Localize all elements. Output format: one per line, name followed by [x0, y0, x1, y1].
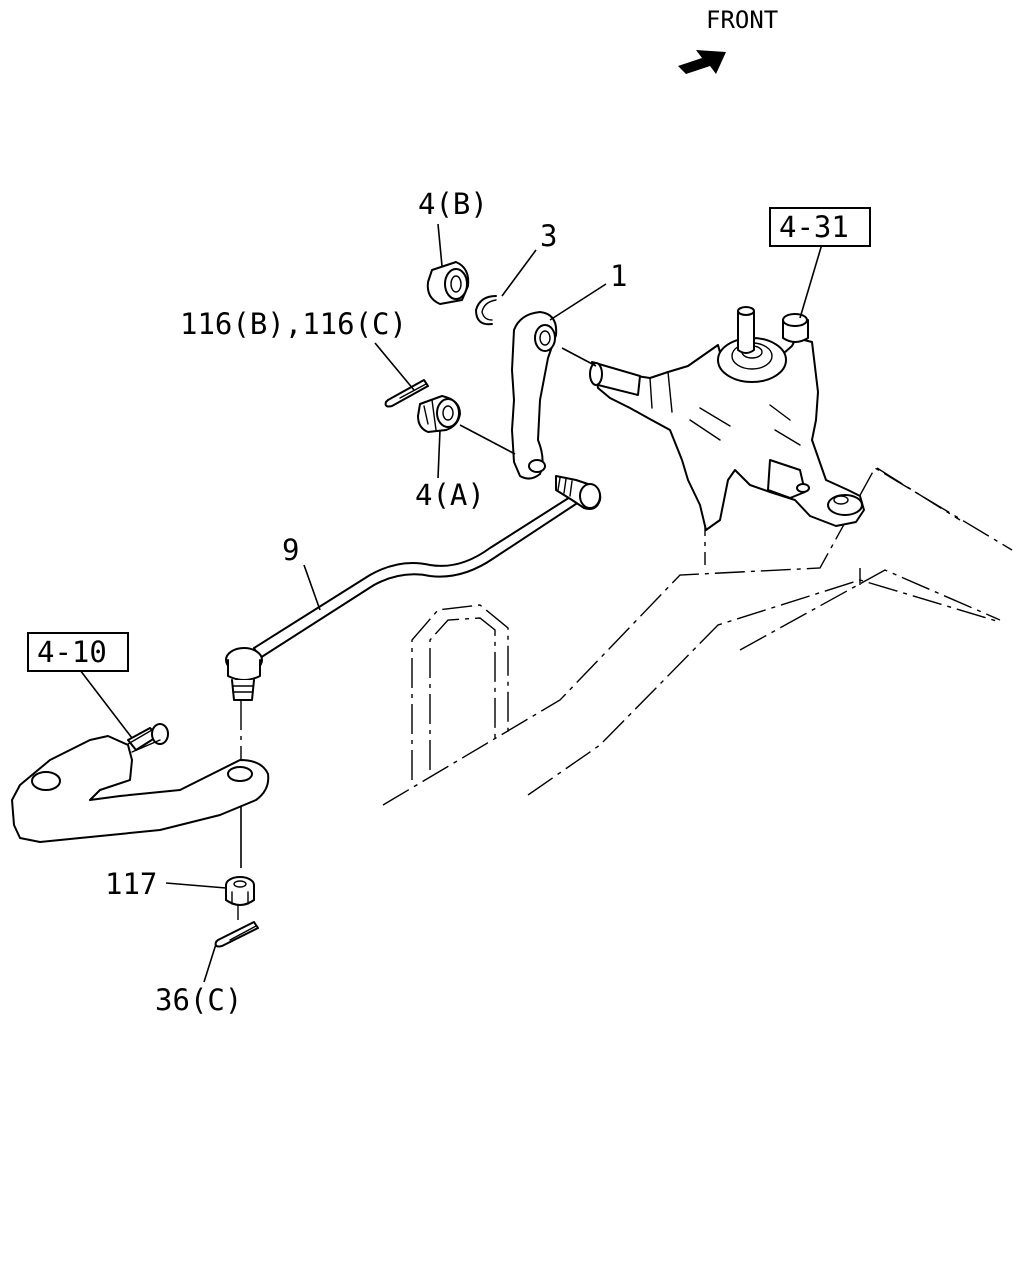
label-4a: 4(A)	[415, 478, 485, 512]
ref-box-4-10	[27, 632, 129, 672]
ref-box-4-31	[769, 207, 871, 247]
label-4-10: 4-10	[37, 635, 107, 669]
label-117: 117	[105, 867, 157, 901]
front-indicator: FRONT	[678, 6, 778, 74]
label-4b: 4(B)	[418, 187, 488, 221]
idler-arm	[11, 723, 270, 843]
nut-4b	[426, 261, 470, 305]
steering-gear-box	[589, 306, 865, 531]
castle-nut-4a	[417, 395, 461, 433]
label-36c: 36(C)	[155, 983, 242, 1017]
snap-ring	[475, 295, 497, 326]
pitman-arm	[511, 311, 558, 480]
label-116: 116(B),116(C)	[180, 307, 407, 341]
nut-117	[225, 876, 255, 906]
label-3: 3	[540, 219, 557, 253]
cotter-pin-36c	[214, 921, 259, 948]
front-arrow-icon	[678, 50, 726, 74]
label-1: 1	[610, 259, 627, 293]
cotter-pin-116	[384, 379, 429, 408]
label-4-31: 4-31	[779, 210, 849, 244]
relay-rod	[225, 475, 602, 701]
label-9: 9	[282, 533, 299, 567]
front-label: FRONT	[706, 6, 778, 34]
